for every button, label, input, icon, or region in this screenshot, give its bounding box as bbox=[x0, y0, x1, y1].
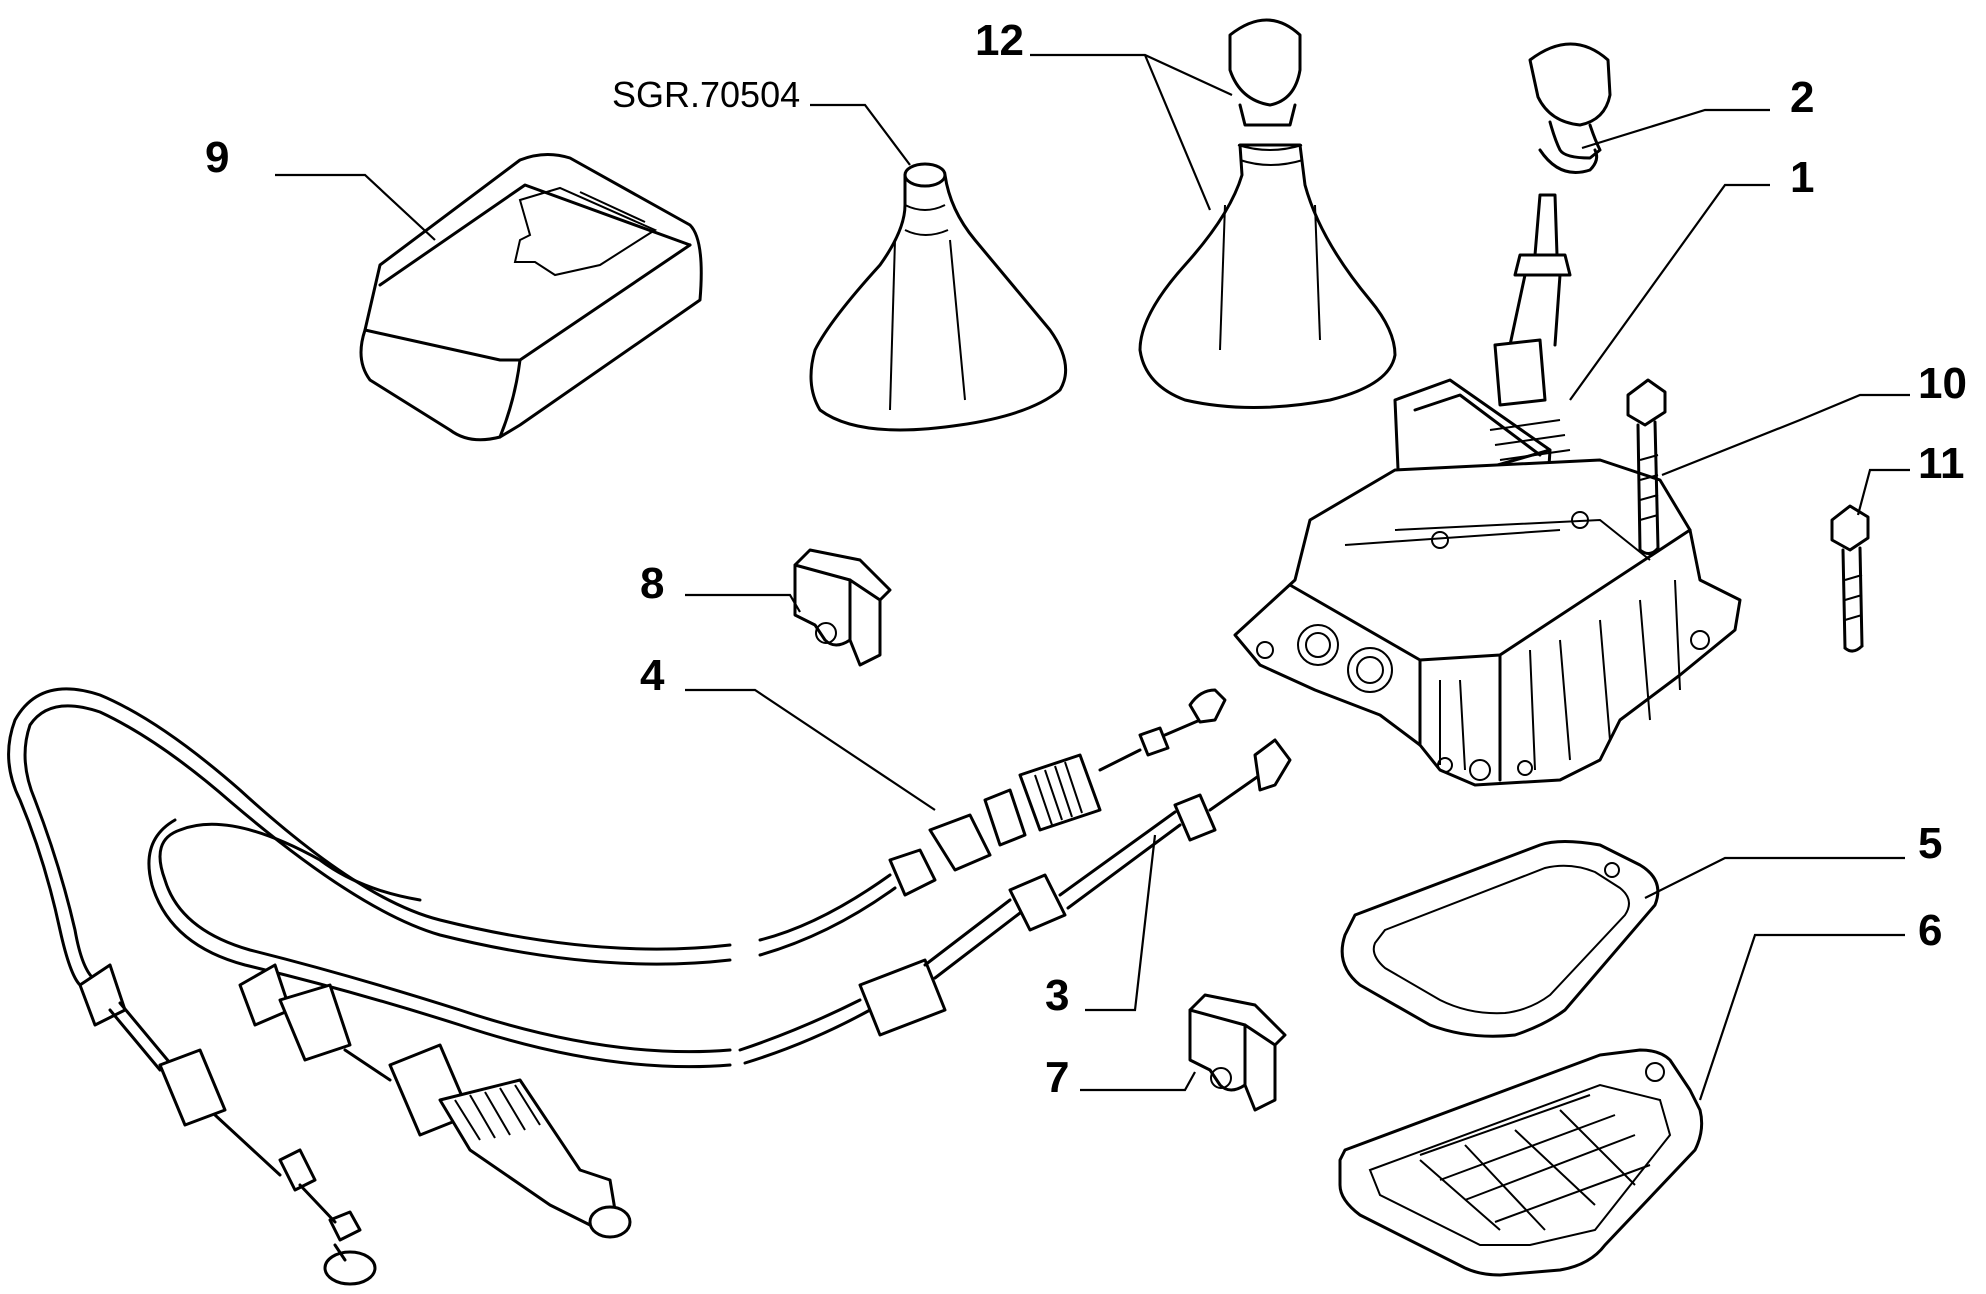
part-9-console-cover bbox=[359, 153, 703, 442]
leader-sgr bbox=[810, 103, 911, 166]
leader-3 bbox=[1085, 834, 1157, 1012]
part-11-bolt bbox=[1830, 504, 1870, 653]
callout-3: 3 bbox=[1045, 971, 1069, 1020]
leader-9 bbox=[275, 173, 436, 241]
callout-8: 8 bbox=[640, 559, 664, 608]
leader-lines bbox=[275, 53, 1910, 1101]
leader-2 bbox=[1581, 108, 1770, 150]
leader-5 bbox=[1644, 856, 1905, 899]
callout-12: 12 bbox=[975, 16, 1024, 65]
leader-7 bbox=[1080, 1071, 1196, 1092]
gear-lever-boot bbox=[809, 162, 1068, 432]
callout-5: 5 bbox=[1918, 819, 1942, 868]
part-2-gear-knob bbox=[1528, 42, 1612, 174]
part-12-knob-and-boot bbox=[1138, 18, 1397, 409]
callout-2: 2 bbox=[1790, 73, 1814, 122]
callout-4: 4 bbox=[640, 651, 665, 700]
part-10-bolt bbox=[1626, 378, 1667, 555]
leader-11 bbox=[1856, 468, 1910, 516]
leader-6 bbox=[1698, 933, 1905, 1101]
callout-7: 7 bbox=[1045, 1053, 1069, 1102]
part-7-clip bbox=[1188, 993, 1287, 1112]
callout-10: 10 bbox=[1918, 359, 1967, 408]
part-5-gasket bbox=[1340, 840, 1660, 1038]
part-6-base-plate bbox=[1338, 1048, 1704, 1277]
part-8-clip bbox=[793, 548, 892, 667]
leader-12 bbox=[1030, 53, 1233, 96]
leader-10 bbox=[1661, 393, 1910, 477]
callout-9: 9 bbox=[205, 133, 229, 182]
callout-1: 1 bbox=[1790, 153, 1814, 202]
leader-1 bbox=[1569, 183, 1770, 401]
callout-6: 6 bbox=[1918, 906, 1942, 955]
callout-11: 11 bbox=[1918, 439, 1965, 488]
part-4-select-cable bbox=[7, 687, 1227, 1286]
part-1-gearshift-housing bbox=[1233, 193, 1742, 787]
leader-4 bbox=[685, 688, 936, 811]
leader-8 bbox=[685, 593, 801, 613]
reference-code-label: SGR.70504 bbox=[612, 74, 800, 115]
leader-12b bbox=[1143, 54, 1212, 211]
part-3-shift-cable bbox=[147, 738, 1292, 1239]
